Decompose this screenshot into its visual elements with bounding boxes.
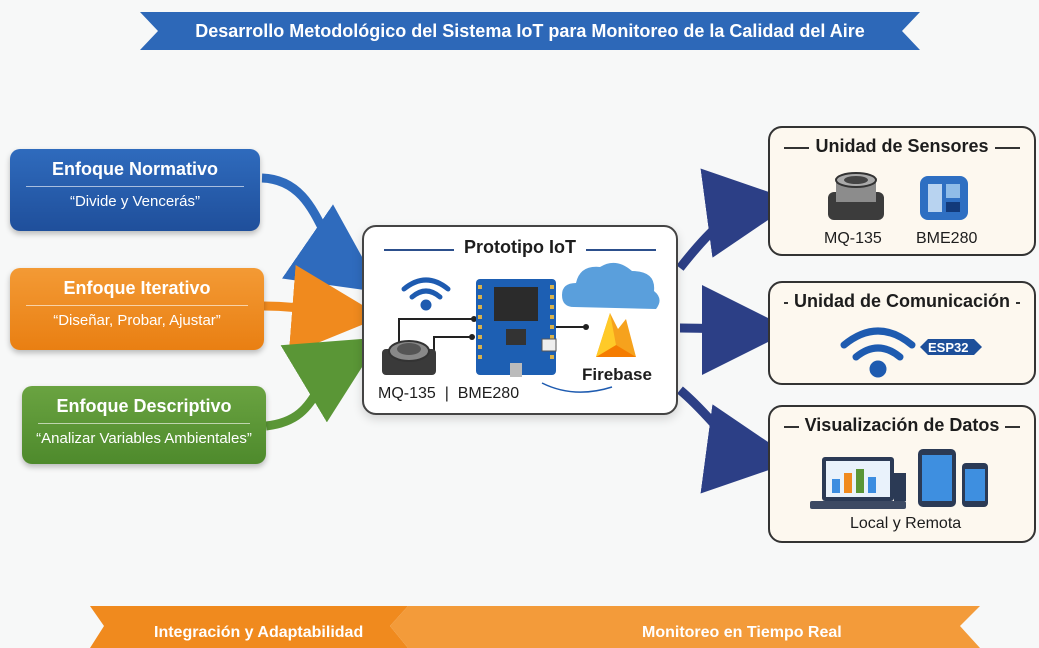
devices-illustration [810,449,988,509]
approach-title: Enfoque Descriptivo [56,396,232,416]
title-rule-left [384,249,454,251]
unit-title: Unidad de Sensores [770,136,1034,157]
wifi-icon [401,277,451,311]
phone-icon [962,463,988,507]
approach-title: Enfoque Iterativo [63,278,211,298]
esp32-board-icon [476,279,557,377]
tablet-icon [918,449,956,507]
approach-normativo: Enfoque Normativo “Divide y Vencerás” [10,149,260,231]
approach-quote: “Diseñar, Probar, Ajustar” [53,312,221,329]
bottom-banner: Integración y Adaptabilidad Monitoreo en… [90,606,980,648]
mq135-sensor-icon [828,172,884,220]
bme280-label: BME280 [916,230,978,247]
arrow-to-sensores [676,168,796,271]
cloud-icon [562,262,660,309]
arrow-descriptivo [265,337,381,431]
title-rule-right [586,249,656,251]
esp32-label: ESP32 [928,340,969,355]
approach-descriptivo: Enfoque Descriptivo “Analizar Variables … [22,386,266,464]
prototype-sensors-label: MQ-135 | BME280 [378,385,520,402]
prototype-illustration [382,262,660,393]
firebase-icon [596,313,636,357]
firebase-label: Firebase [582,365,652,384]
unit-comunicacion: Unidad de Comunicación ESP32 [768,281,1036,385]
prototype-box: Prototipo IoT [362,225,678,415]
divider [38,423,250,424]
communication-illustration [840,327,982,378]
banner-left-label: Integración y Adaptabilidad [154,624,364,641]
approach-quote: “Analizar Variables Ambientales” [36,430,252,447]
esp32-chip-icon [920,339,982,355]
banner-shape [90,606,980,648]
divider [26,305,248,306]
unit-sensores: Unidad de Sensores MQ-135 BME280 [768,126,1036,256]
wifi-icon [840,327,916,378]
divider [26,186,244,187]
sensors-illustration [828,172,968,220]
mq135-label: MQ-135 [824,230,882,247]
prototype-title: Prototipo IoT [464,237,576,257]
title-ribbon: Desarrollo Metodológico del Sistema IoT … [140,8,920,54]
approach-quote: “Divide y Vencerás” [69,193,201,210]
arrow-iterativo [263,264,382,355]
bme280-sensor-icon [920,176,968,220]
unit-title: Unidad de Comunicación [770,291,1034,312]
unit-title: Visualización de Datos [770,415,1034,436]
arrow-normativo [261,173,382,293]
page-title: Desarrollo Metodológico del Sistema IoT … [195,21,865,41]
laptop-icon [810,457,906,509]
arrow-to-comunicacion [679,284,792,375]
approach-title: Enfoque Normativo [51,159,218,179]
visualization-caption: Local y Remota [850,515,962,532]
ribbon-shape [140,12,920,50]
arrow-to-visualizacion [677,386,796,494]
mq135-sensor-icon [382,340,436,375]
unit-visualizacion: Visualización de Datos Local y Remota [768,405,1036,543]
banner-right-label: Monitoreo en Tiempo Real [642,624,842,641]
approach-iterativo: Enfoque Iterativo “Diseñar, Probar, Ajus… [10,268,264,350]
